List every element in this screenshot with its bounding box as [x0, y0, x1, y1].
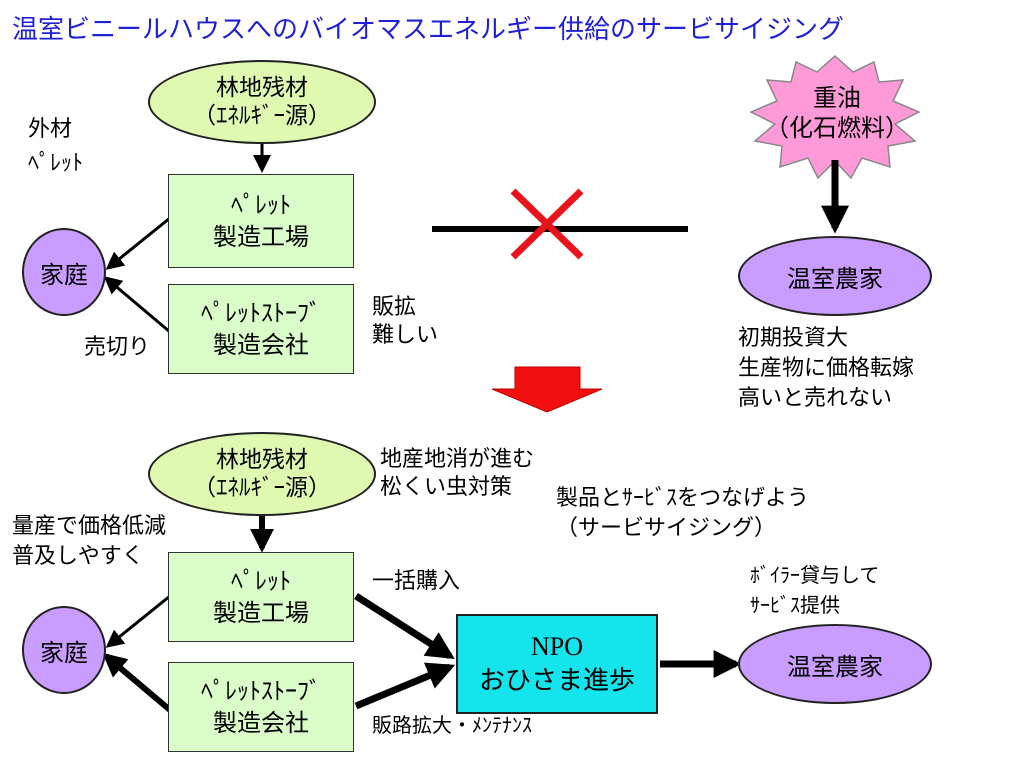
- arrow-stove-to-npo: [354, 662, 456, 710]
- npo-name-label: おひさま進歩: [478, 666, 635, 696]
- greenhouse-farmer-label: 温室農家: [787, 652, 883, 681]
- arrow-stove-to-household-b: [102, 652, 172, 713]
- sales-difficult-note: 販拡 難しい: [372, 295, 439, 348]
- npo-label: NPO: [530, 632, 583, 661]
- pellet-factory-box-bottom: ﾍﾟﾚｯﾄ 製造工場: [168, 552, 354, 642]
- maker-label: 製造会社: [213, 709, 309, 737]
- maker-label: 製造会社: [213, 331, 309, 359]
- energy-source-label: （ｴﾈﾙｷﾞｰ源）: [193, 475, 331, 501]
- greenhouse-farmer-ellipse-bottom: 温室農家: [738, 624, 932, 704]
- sold-outright-label: 売切り: [84, 335, 151, 360]
- household-ellipse: 家庭: [22, 228, 106, 316]
- local-production-note: 地産地消が進む 松くい虫対策: [380, 447, 535, 500]
- stove-label: ﾍﾟﾚｯﾄｽﾄｰﾌﾞ: [201, 299, 321, 327]
- cross-mark-b: [510, 188, 584, 260]
- npo-box: NPO おひさま進歩: [456, 614, 658, 714]
- arrow-factory-to-npo: [354, 593, 455, 660]
- servicizing-note: 製品とｻｰﾋﾞｽをつなげよう （サービサイジング）: [556, 486, 810, 541]
- arrow-stove-to-household: [103, 276, 171, 334]
- bulk-purchase-label: 一括購入: [372, 569, 461, 594]
- factory-label: 製造工場: [213, 223, 309, 251]
- forest-residue-label: 林地残材: [216, 447, 308, 473]
- household-label: 家庭: [40, 638, 88, 667]
- factory-label: 製造工場: [213, 599, 309, 627]
- arrow-factory-to-household: [105, 216, 171, 270]
- pellet-factory-box: ﾍﾟﾚｯﾄ 製造工場: [168, 174, 354, 268]
- page-title: 温室ビニールハウスへのバイオマスエネルギー供給のサービサイジング: [12, 15, 845, 45]
- forest-residue-label: 林地残材: [216, 75, 308, 101]
- heavy-oil-label: 重油 （化石燃料）: [765, 84, 909, 142]
- stove-maker-box: ﾍﾟﾚｯﾄｽﾄｰﾌﾞ 製造会社: [168, 284, 354, 374]
- pellet-label: ﾍﾟﾚｯﾄ: [231, 191, 291, 219]
- farmer-issues-note: 初期投資大 生産物に価格転嫁 高いと売れない: [738, 326, 915, 411]
- stove-maker-box-bottom: ﾍﾟﾚｯﾄｽﾄｰﾌﾞ 製造会社: [168, 662, 354, 752]
- arrow-factory-to-household-b: [105, 594, 171, 648]
- boiler-lease-note: ﾎﾞｲﾗｰ貸与して ｻｰﾋﾞｽ提供: [750, 563, 880, 617]
- maintenance-label: 販路拡大・ﾒﾝﾃﾅﾝｽ: [372, 713, 532, 737]
- household-label: 家庭: [40, 260, 88, 289]
- import-pellet-label: 外材 ﾍﾟﾚｯﾄ: [28, 117, 84, 176]
- greenhouse-farmer-label: 温室農家: [787, 264, 883, 293]
- greenhouse-farmer-ellipse: 温室農家: [738, 236, 932, 316]
- household-ellipse-bottom: 家庭: [22, 606, 106, 694]
- pellet-label: ﾍﾟﾚｯﾄ: [231, 567, 291, 595]
- mass-production-note: 量産で価格低減 普及しやすく: [12, 514, 167, 569]
- transition-down-arrow: [491, 366, 603, 413]
- forest-residue-ellipse: 林地残材 （ｴﾈﾙｷﾞｰ源）: [148, 60, 376, 144]
- forest-residue-ellipse-bottom: 林地残材 （ｴﾈﾙｷﾞｰ源）: [148, 432, 376, 516]
- energy-source-label: （ｴﾈﾙｷﾞｰ源）: [193, 103, 331, 129]
- stove-label: ﾍﾟﾚｯﾄｽﾄｰﾌﾞ: [201, 677, 321, 705]
